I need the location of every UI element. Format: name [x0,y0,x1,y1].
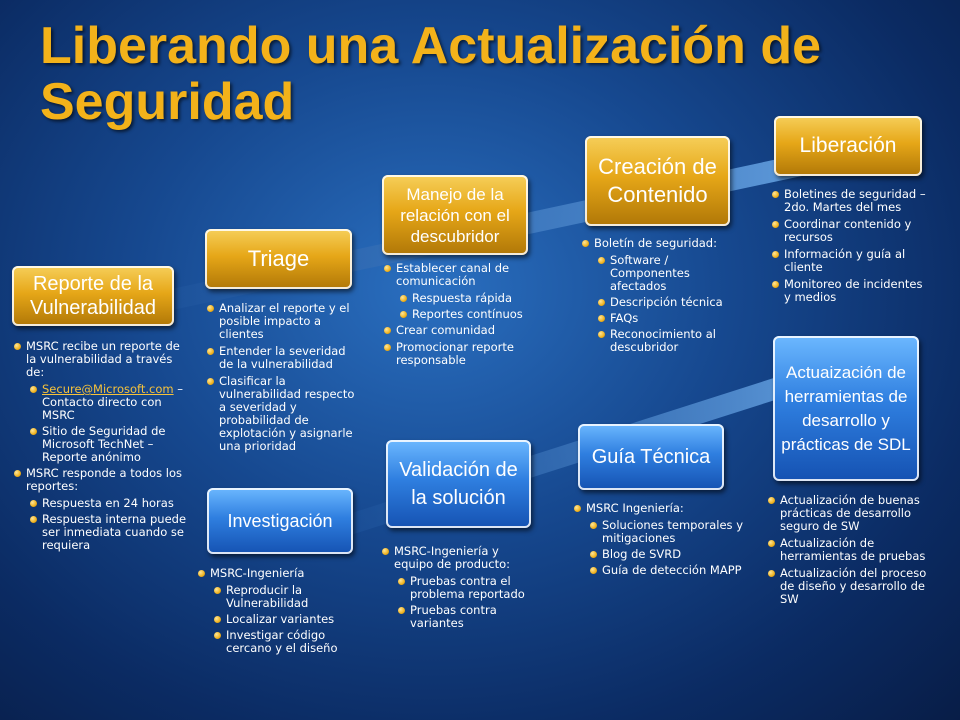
list-item: MSRC responde a todos los reportes: [12,467,190,493]
list-item: Actualización de herramientas de pruebas [766,537,936,563]
list-item: Actualización de buenas prácticas de des… [766,494,936,533]
stage-creacion-box: Creación de Contenido [585,136,730,226]
list-item: Pruebas contra variantes [396,604,540,630]
stage-liberacion-box: Liberación [774,116,922,176]
guia-list: MSRC Ingeniería: Soluciones temporales y… [572,502,757,580]
list-item: Información y guía al cliente [770,248,930,274]
list-item: Monitoreo de incidentes y medios [770,278,930,304]
list-item: Boletines de seguridad – 2do. Martes del… [770,188,930,214]
validacion-list: MSRC-Ingeniería y equipo de producto: Pr… [380,545,540,633]
stage-herramientas-box: Actuaización de herramientas de desarrol… [773,336,919,481]
triage-list: Analizar el reporte y el posible impacto… [205,302,363,457]
list-item: Coordinar contenido y recursos [770,218,930,244]
list-item: MSRC-Ingeniería y equipo de producto: [380,545,540,571]
list-item: MSRC-Ingeniería [196,567,356,580]
list-item: Reportes contínuos [398,308,532,321]
manejo-list: Establecer canal de comunicación Respues… [382,262,532,371]
list-item: Secure@Microsoft.com – Contacto directo … [28,383,190,422]
list-item: MSRC Ingeniería: [572,502,757,515]
stage-validacion-box: Validación de la solución [386,440,531,528]
slide-title: Liberando una Actualización de Seguridad [40,17,822,131]
list-item: Establecer canal de comunicación [382,262,532,288]
list-item: Localizar variantes [212,613,356,626]
investigacion-list: MSRC-Ingeniería Reproducir la Vulnerabil… [196,567,356,658]
reporte-list: MSRC recibe un reporte de la vulnerabili… [12,340,190,555]
list-item: Sitio de Seguridad de Microsoft TechNet … [28,425,190,464]
list-item: Respuesta en 24 horas [28,497,190,510]
list-item: Descripción técnica [596,296,738,309]
list-item: Reconocimiento al descubridor [596,328,738,354]
liberacion-list: Boletines de seguridad – 2do. Martes del… [770,188,930,308]
list-item: Guía de detección MAPP [588,564,757,577]
herramientas-list: Actualización de buenas prácticas de des… [766,494,936,610]
list-item: Soluciones temporales y mitigaciones [588,519,757,545]
list-item: Software / Componentes afectados [596,254,738,293]
email-link[interactable]: Secure@Microsoft.com [42,382,174,396]
creacion-list: Boletín de seguridad: Software / Compone… [580,237,738,357]
list-item: Investigar código cercano y el diseño [212,629,356,655]
list-item: Boletín de seguridad: [580,237,738,250]
list-item: Respuesta rápida [398,292,532,305]
list-item: Crear comunidad [382,324,532,337]
list-item: MSRC recibe un reporte de la vulnerabili… [12,340,190,379]
stage-investigacion-box: Investigación [207,488,353,554]
list-item: Pruebas contra el problema reportado [396,575,540,601]
list-item: Analizar el reporte y el posible impacto… [205,302,363,341]
list-item: Reproducir la Vulnerabilidad [212,584,356,610]
list-item: Blog de SVRD [588,548,757,561]
list-item: Clasificar la vulnerabilidad respecto a … [205,375,363,453]
stage-triage-box: Triage [205,229,352,289]
stage-guia-box: Guía Técnica [578,424,724,490]
list-item: Entender la severidad de la vulnerabilid… [205,345,363,371]
list-item: Actualización del proceso de diseño y de… [766,567,936,606]
list-item: FAQs [596,312,738,325]
stage-reporte-box: Reporte de la Vulnerabilidad [12,266,174,326]
list-item: Promocionar reporte responsable [382,341,532,367]
list-item: Respuesta interna puede ser inmediata cu… [28,513,190,552]
stage-manejo-box: Manejo de la relación con el descubridor [382,175,528,255]
